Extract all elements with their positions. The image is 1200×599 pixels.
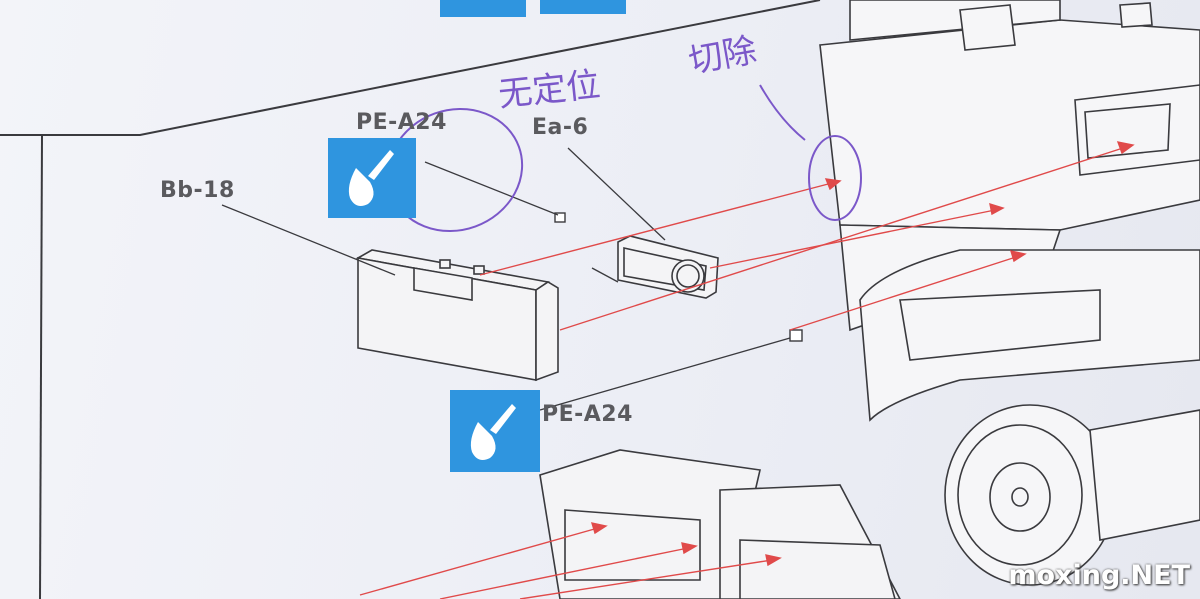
vehicle-body — [819, 0, 1200, 422]
part-label-ea-6: Ea-6 — [532, 115, 589, 140]
part-bb-18 — [355, 249, 559, 382]
part-label-pe-a24-bottom: PE-A24 — [542, 402, 633, 427]
part-label-bb-18: Bb-18 — [160, 178, 235, 203]
photo-etch-icon — [328, 138, 416, 218]
photo-etch-icon — [450, 390, 540, 472]
fender-parts — [539, 449, 901, 599]
part-label-pe-a24-top: PE-A24 — [356, 110, 447, 135]
wheel — [944, 404, 1200, 586]
part-ea-6 — [617, 235, 719, 299]
watermark: moxing.NET — [1008, 560, 1190, 591]
